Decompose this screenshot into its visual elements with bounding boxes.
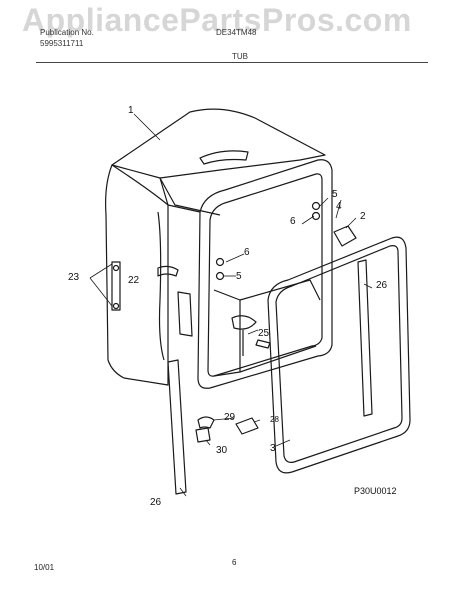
callout-4: 4 — [336, 201, 342, 212]
hinge-bracket-right — [333, 225, 357, 247]
screw-left-upper — [215, 257, 225, 267]
diagram-code: P30U0012 — [354, 486, 397, 496]
callout-5-lower: 5 — [236, 271, 242, 282]
hinge-bracket-left — [111, 261, 121, 311]
seal-strip-right — [357, 259, 373, 417]
seal-strip-left — [167, 359, 187, 495]
diagram-title: TUB — [232, 52, 248, 61]
door-gasket-outer — [267, 236, 411, 474]
screw-hinge-lower — [112, 302, 120, 310]
tub-front-frame-inner — [207, 173, 323, 377]
callout-2: 2 — [360, 211, 366, 222]
tub-inner-floor — [213, 279, 321, 301]
callout-3: 3 — [270, 443, 276, 454]
watermark-text: AppliancePartsPros.com — [22, 2, 412, 38]
part-28-clip — [235, 417, 259, 435]
callout-22: 22 — [128, 275, 140, 286]
callout-5-upper: 5 — [332, 189, 338, 200]
part-30-fitting — [195, 427, 211, 443]
tub-left-slot — [157, 265, 179, 277]
callout-6-upper: 6 — [290, 216, 296, 227]
tub-left-panel — [105, 164, 169, 386]
part-29-bracket — [197, 416, 215, 429]
publication-number: 5995311711 — [40, 39, 84, 48]
side-vent — [177, 291, 193, 337]
screw-left-lower — [215, 271, 225, 281]
tub-left-wire — [157, 211, 165, 361]
callout-23: 23 — [68, 272, 80, 283]
tub-left-front-rail — [167, 204, 201, 213]
heater-element — [231, 315, 257, 330]
header-rule — [36, 62, 428, 63]
footer-page-number: 6 — [232, 558, 237, 567]
footer-date: 10/01 — [34, 563, 55, 572]
callout-30: 30 — [216, 445, 228, 456]
publication-label: Publication No. — [40, 28, 94, 37]
tub-top-slot — [199, 150, 249, 165]
callout-25: 25 — [258, 328, 270, 339]
tub-left-panel-fold — [159, 177, 169, 206]
screw-right-upper — [311, 201, 321, 211]
tub-floor-lines — [213, 345, 317, 377]
screw-hinge-upper — [112, 264, 120, 272]
model-number: DE34TM48 — [216, 28, 257, 37]
callout-6-lower: 6 — [244, 247, 250, 258]
tub-top-panel — [111, 108, 326, 179]
door-gasket-inner — [275, 245, 403, 463]
callout-26-right: 26 — [376, 280, 388, 291]
callout-26-left: 26 — [150, 497, 162, 508]
callout-1: 1 — [128, 105, 134, 116]
callout-29: 29 — [224, 412, 236, 423]
screw-right-lower — [311, 211, 321, 221]
tub-front-frame — [197, 159, 333, 389]
tub-top-inner-edge — [159, 177, 221, 216]
callout-28: 28 — [270, 415, 279, 424]
